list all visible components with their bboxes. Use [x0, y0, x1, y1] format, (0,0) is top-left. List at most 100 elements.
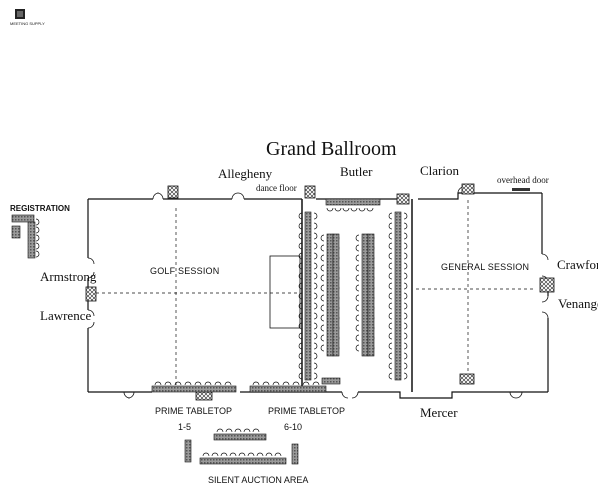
exhibit-chair: [313, 272, 318, 280]
exhibit-chair: [403, 332, 408, 340]
exhibit-chair: [403, 232, 408, 240]
room-armstrong: Armstrong: [40, 269, 97, 284]
exhibit-chair: [313, 232, 318, 240]
exhibit-chair: [403, 242, 408, 250]
exhibit-chair: [355, 334, 360, 342]
stage-outline: [269, 255, 301, 329]
registration-chair: [35, 234, 40, 242]
silent-auction-chair: [247, 452, 255, 457]
silent-auction-chair: [274, 452, 282, 457]
prime-tabletop-chair: [164, 381, 172, 386]
registration-tables: [11, 214, 36, 259]
butler-top-chair: [334, 207, 342, 212]
exhibit-chair: [298, 372, 303, 380]
prime-tabletop-chair: [214, 381, 222, 386]
silent-auction-table: [213, 433, 267, 441]
registration-chair: [35, 218, 40, 226]
silent-auction-chair: [229, 452, 237, 457]
exhibit-chair: [403, 252, 408, 260]
prime-tabletop-chair: [292, 381, 300, 386]
silent-auction-chair: [256, 452, 264, 457]
exhibit-chair: [388, 282, 393, 290]
airwall-pockets: [85, 183, 555, 401]
room-butler: Butler: [340, 164, 373, 179]
exhibit-chair: [403, 372, 408, 380]
exhibit-chair: [320, 324, 325, 332]
exhibit-chair: [355, 254, 360, 262]
prime-tabletop-chair: [252, 381, 260, 386]
exhibit-chair: [355, 304, 360, 312]
exhibit-chair: [313, 322, 318, 330]
exhibit-chair: [388, 342, 393, 350]
exhibit-chair: [313, 312, 318, 320]
prime-tabletop-chair: [282, 381, 290, 386]
exhibit-chair: [355, 244, 360, 252]
partition-walls: [96, 199, 536, 392]
exhibit-table-column: [332, 233, 340, 357]
room-crawford: Crawford: [557, 257, 598, 272]
silent-auction-table: [199, 457, 287, 465]
exhibit-chair: [320, 334, 325, 342]
exhibit-chair: [403, 262, 408, 270]
butler-top-chair: [342, 207, 350, 212]
exhibit-chair: [298, 302, 303, 310]
prime-tabletop-chair: [272, 381, 280, 386]
exhibit-chair: [403, 272, 408, 280]
exhibit-chair: [355, 294, 360, 302]
exhibit-chair: [403, 322, 408, 330]
exhibit-chair: [320, 234, 325, 242]
exhibit-chair: [298, 292, 303, 300]
overhead-door-mark: [512, 188, 530, 191]
plan-title: Grand Ballroom: [266, 138, 397, 160]
prime-tabletop-left-range: 1-5: [178, 422, 192, 432]
exhibit-chair: [298, 312, 303, 320]
exhibit-chair: [313, 352, 318, 360]
prime-tabletop-chair: [224, 381, 232, 386]
butler-top-chair: [358, 207, 366, 212]
exhibit-chair: [298, 342, 303, 350]
silent-auction-chair: [225, 428, 233, 433]
exhibit-chair: [403, 312, 408, 320]
silent-auction-chair: [243, 428, 251, 433]
exhibit-chair: [403, 362, 408, 370]
exhibit-chair: [355, 264, 360, 272]
exhibit-chair: [313, 212, 318, 220]
exhibit-chair: [313, 362, 318, 370]
prime-tabletop-chair: [154, 381, 162, 386]
room-clarion: Clarion: [420, 163, 459, 178]
exhibit-chair: [355, 314, 360, 322]
exhibit-table-column: [361, 233, 369, 357]
exhibit-chair: [355, 284, 360, 292]
prime-tabletop-table-right: [249, 385, 327, 393]
exhibit-table-column: [394, 211, 402, 381]
overhead-door-label: overhead door: [497, 175, 549, 185]
exhibit-chair: [388, 272, 393, 280]
prime-tabletop-chair: [312, 381, 320, 386]
exhibit-chair: [388, 292, 393, 300]
exhibit-chair: [388, 302, 393, 310]
silent-auction-chair: [234, 428, 242, 433]
exhibit-chair: [320, 294, 325, 302]
exhibit-chair: [388, 312, 393, 320]
exhibit-chair: [320, 244, 325, 252]
silent-auction-chair: [265, 452, 273, 457]
butler-top-chair: [366, 207, 374, 212]
exhibit-chair: [298, 212, 303, 220]
outer-walls: [87, 192, 549, 399]
exhibit-chair: [320, 304, 325, 312]
exhibit-chair: [320, 344, 325, 352]
exhibit-chair: [388, 332, 393, 340]
general-session-label: GENERAL SESSION: [441, 262, 530, 272]
logo-text: MEETING SUPPLY: [10, 21, 45, 26]
exhibit-chair: [320, 284, 325, 292]
exhibit-chair: [298, 332, 303, 340]
exhibit-chair: [403, 292, 408, 300]
room-allegheny: Allegheny: [218, 166, 273, 181]
exhibit-chair: [388, 362, 393, 370]
exhibit-chair: [298, 282, 303, 290]
dance-floor-label: dance floor: [256, 183, 297, 193]
exhibit-chair: [403, 302, 408, 310]
exhibit-chair: [388, 222, 393, 230]
